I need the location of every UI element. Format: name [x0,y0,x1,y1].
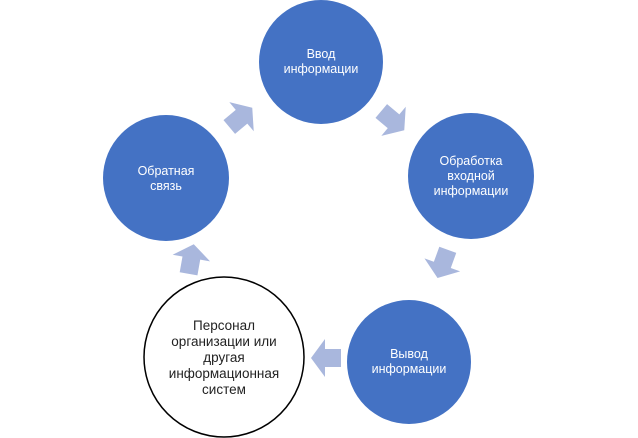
arrow-personnel-to-feedback [172,244,211,276]
node-feedback-circle[interactable] [103,115,229,241]
arrow-processing-to-output [424,246,461,279]
node-personnel-label: Персонал организации или другая информац… [168,318,280,397]
node-output-circle[interactable] [347,300,471,424]
node-input-label: Ввод информации [283,47,359,76]
node-feedback-label: Обратная связь [137,164,195,193]
node-processing-circle[interactable] [408,113,534,239]
node-processing-label: Обработка входной информации [433,153,509,198]
node-input-circle[interactable] [259,0,383,124]
node-personnel-circle[interactable] [143,276,305,438]
arrow-feedback-to-input [223,102,254,134]
arrow-output-to-personnel [311,339,341,377]
node-output-label: Вывод информации [371,347,447,376]
arrow-input-to-processing [375,104,406,136]
